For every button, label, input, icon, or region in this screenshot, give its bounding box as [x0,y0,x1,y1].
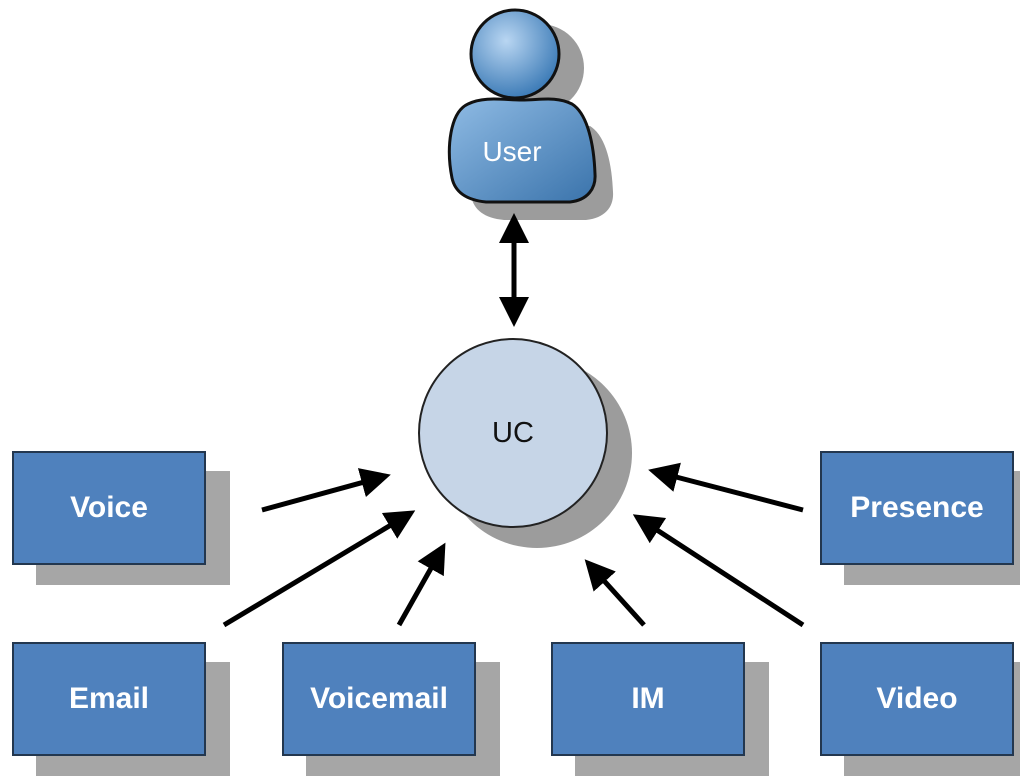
arrow-presence-uc [648,462,804,513]
arrow-video-uc [632,514,805,628]
user-icon [447,8,614,220]
arrow-email-uc [222,510,416,628]
node-voicemail-label: Voicemail [310,682,448,715]
node-presence-label: Presence [850,491,984,524]
node-presence: Presence [820,451,1014,565]
node-voice-label: Voice [70,491,148,524]
user-label: User [482,136,542,167]
node-video: Video [820,642,1014,756]
connectors [222,213,805,628]
uc-hub-label: UC [492,416,534,449]
arrow-voicemail-uc [396,542,446,627]
node-email: Email [12,642,206,756]
node-video-label: Video [876,682,958,715]
node-voice: Voice [12,451,206,565]
node-voicemail: Voicemail [282,642,476,756]
arrow-voice-uc [261,468,391,513]
arrow-im-uc [584,559,646,627]
node-im-label: IM [631,682,665,715]
node-email-label: Email [68,682,150,715]
uc-hub: UC [418,338,608,528]
node-im: IM [551,642,745,756]
